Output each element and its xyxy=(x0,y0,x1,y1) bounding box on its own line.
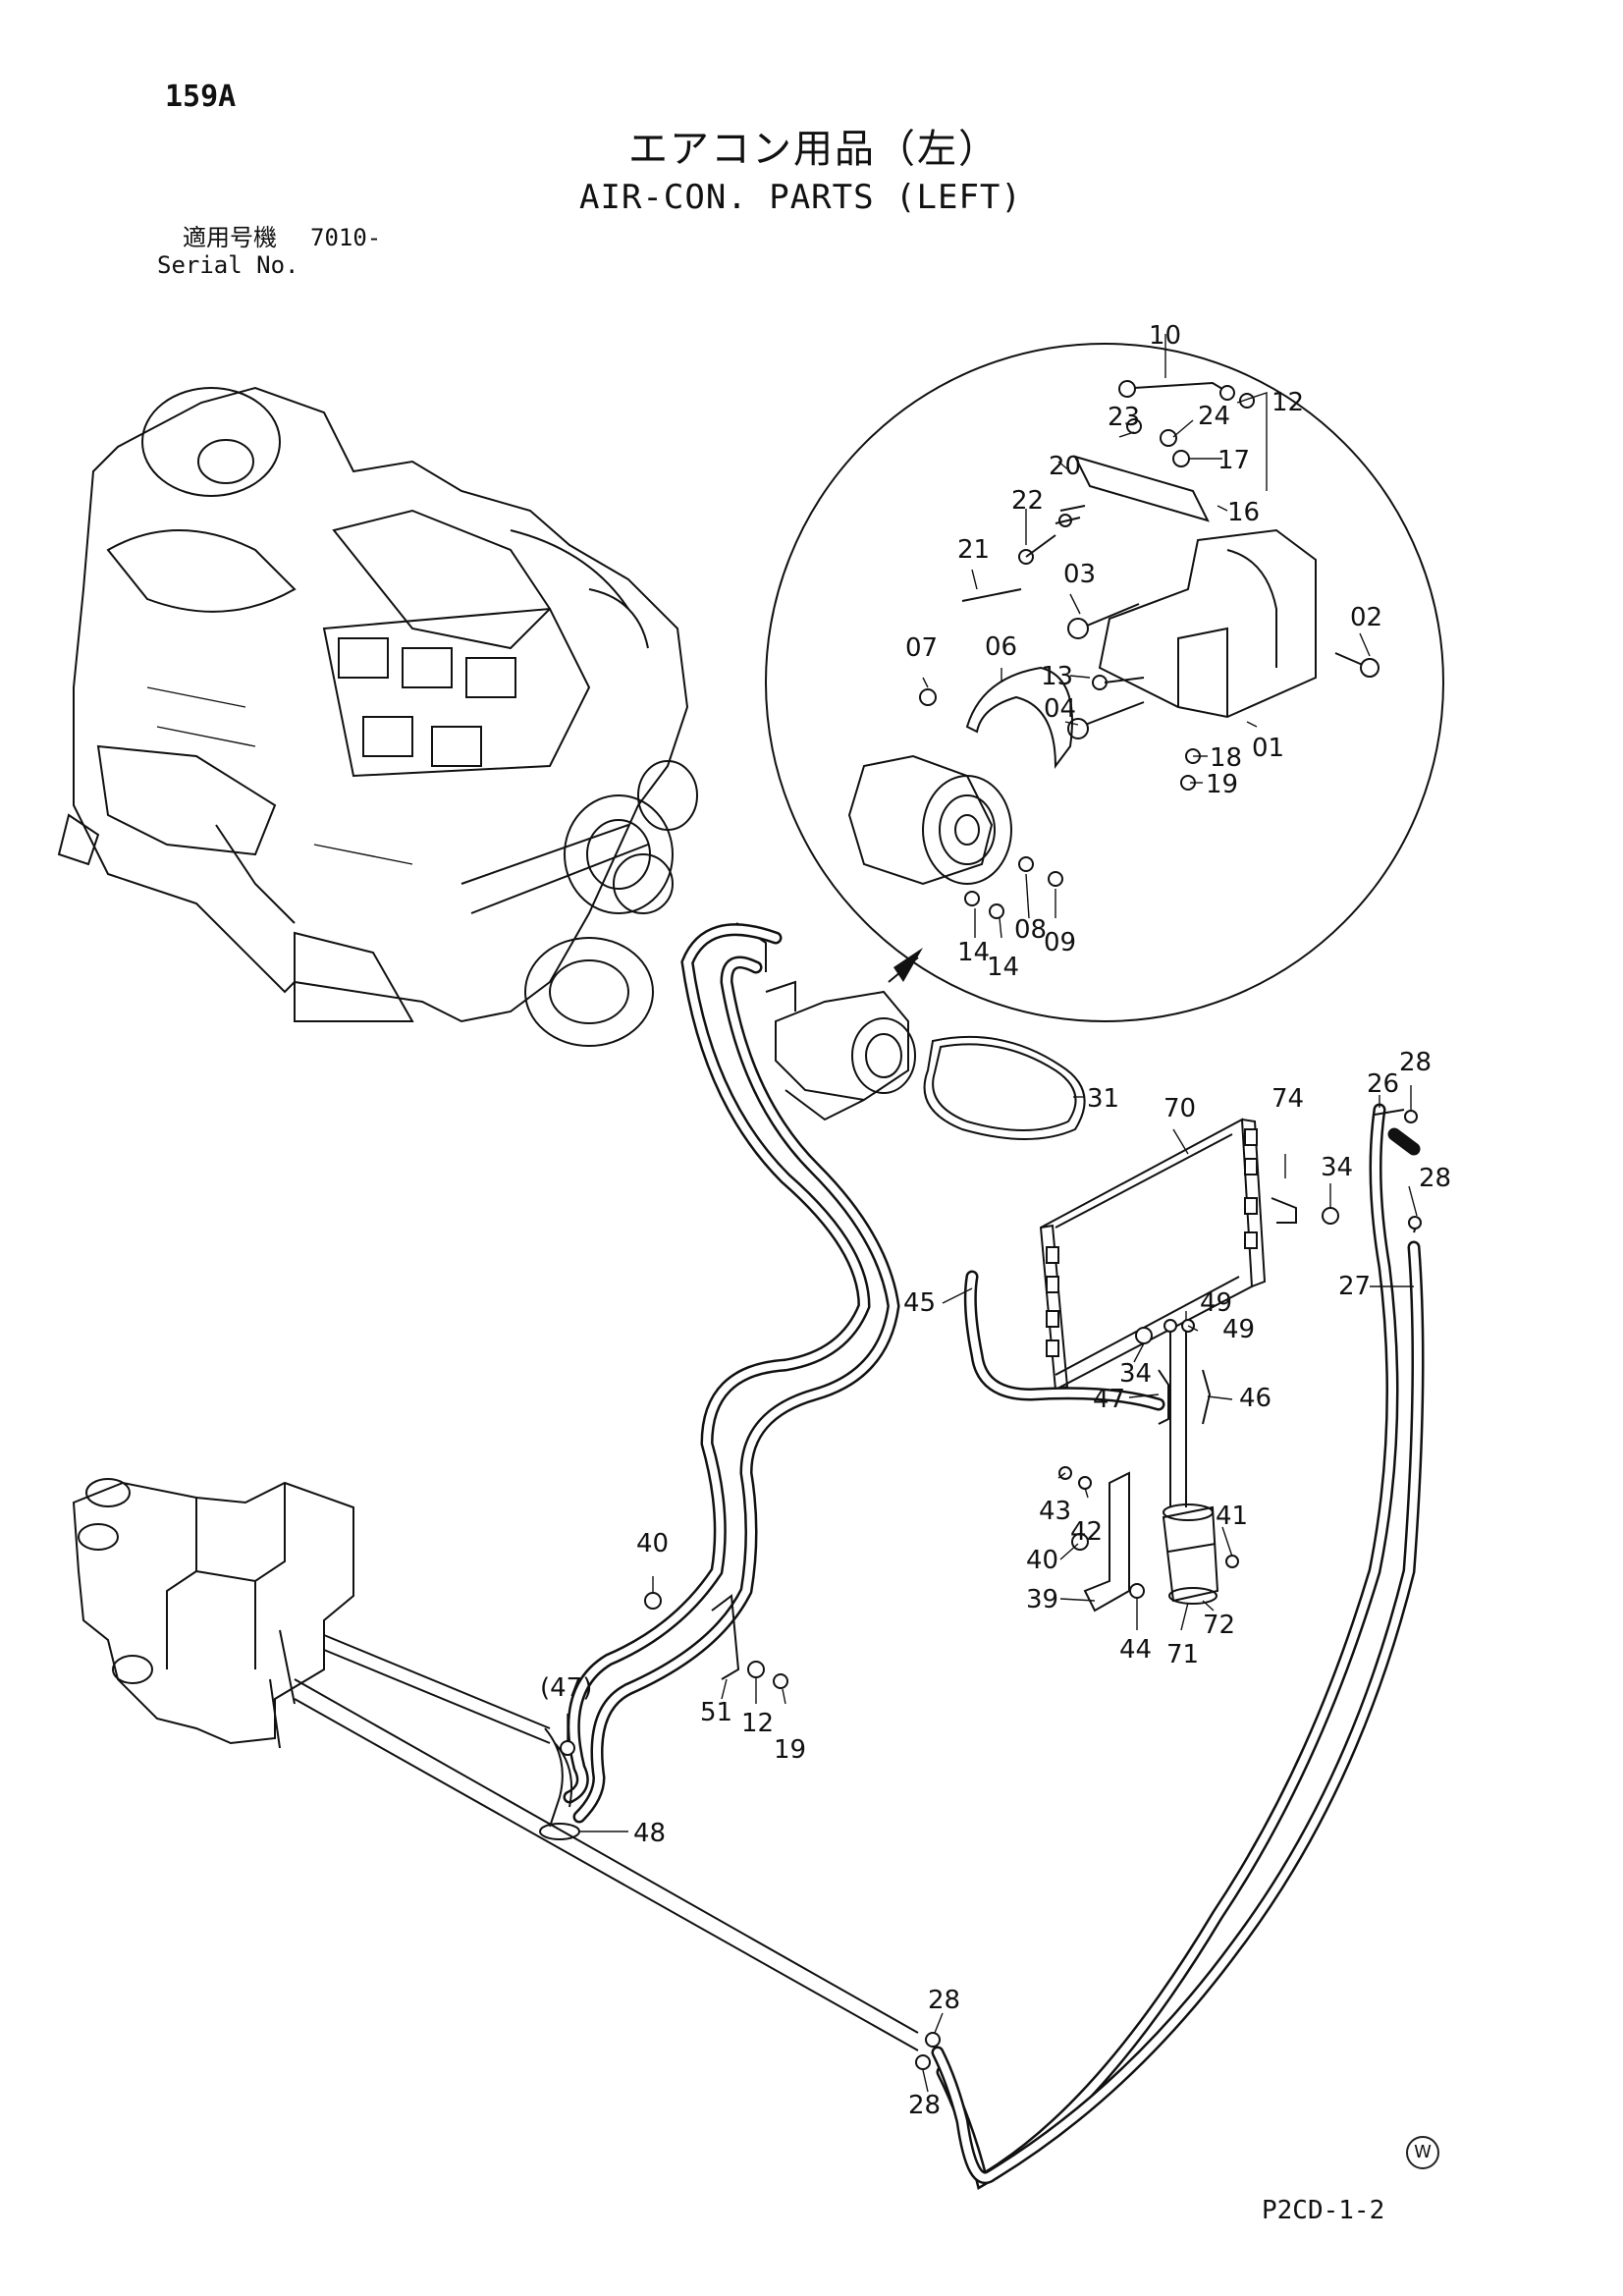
receiver-dryer xyxy=(1058,1319,1239,1613)
callout-13: 13 xyxy=(1041,662,1073,691)
callout-03: 03 xyxy=(1063,560,1096,589)
compressor-bracket-detail-view xyxy=(765,334,1444,1022)
callout-34: 34 xyxy=(1321,1153,1353,1182)
serial-number-value: 7010- xyxy=(310,224,382,251)
compressor-assembly xyxy=(735,922,916,1121)
o-ring-28-upper xyxy=(1408,1216,1422,1230)
callout-41: 41 xyxy=(1216,1502,1248,1531)
callout-14-a: 14 xyxy=(957,938,990,967)
engine-illustration xyxy=(57,386,698,1047)
callout-45: 45 xyxy=(903,1288,936,1318)
serial-label-english: Serial No. xyxy=(157,251,299,279)
callout-18: 18 xyxy=(1210,743,1242,773)
callout-12: 12 xyxy=(1271,388,1304,417)
o-ring-28-top xyxy=(1404,1110,1418,1123)
callout-27: 27 xyxy=(1338,1272,1371,1301)
serial-label-japanese: 適用号機 xyxy=(183,224,277,251)
callout-74: 74 xyxy=(1271,1084,1304,1114)
callout-01: 01 xyxy=(1252,734,1284,763)
callout-28-lower-bottom: 28 xyxy=(908,2091,941,2120)
callout-47: 47 xyxy=(1093,1385,1125,1414)
callout-51: 51 xyxy=(700,1698,732,1727)
callout-46: 46 xyxy=(1239,1384,1271,1413)
document-code: P2CD-1-2 xyxy=(1262,2196,1385,2225)
callout-16: 16 xyxy=(1227,498,1260,527)
callout-72: 72 xyxy=(1203,1611,1235,1640)
callout-28-lower-top: 28 xyxy=(928,1986,960,2015)
callout-19: 19 xyxy=(1206,770,1238,799)
watermark-mark: W xyxy=(1406,2136,1439,2169)
callout-22: 22 xyxy=(1011,486,1044,516)
callout-08: 08 xyxy=(1014,915,1047,945)
callout-47-ref: (47) xyxy=(540,1673,592,1703)
refrigerant-hoses xyxy=(563,923,1425,2190)
condenser xyxy=(1039,1118,1339,1392)
page-title-english: AIR-CON. PARTS (LEFT) xyxy=(579,178,1022,217)
drive-belt-inner xyxy=(932,1043,1077,1131)
heater-pipes xyxy=(294,1634,941,2070)
callout-numbers: 10 12 23 24 17 20 16 22 21 03 02 07 06 1… xyxy=(540,321,1451,2120)
callout-04: 04 xyxy=(1044,694,1076,724)
callout-23: 23 xyxy=(1108,403,1140,432)
callout-06: 06 xyxy=(985,632,1017,662)
callout-12-b: 12 xyxy=(741,1709,774,1738)
callout-leaders xyxy=(567,1085,1418,2093)
callout-42: 42 xyxy=(1070,1517,1103,1547)
callout-49-b: 49 xyxy=(1222,1315,1255,1344)
callout-70: 70 xyxy=(1163,1094,1196,1123)
callout-49-a: 49 xyxy=(1200,1288,1232,1318)
callout-40-left: 40 xyxy=(636,1529,669,1558)
callout-10: 10 xyxy=(1149,321,1181,351)
page-title-japanese: エアコン用品（左） xyxy=(628,127,1000,172)
callout-28-mid: 28 xyxy=(1419,1164,1451,1193)
heater-unit xyxy=(72,1478,354,1749)
callout-19-b: 19 xyxy=(774,1735,806,1765)
callout-09: 09 xyxy=(1044,928,1076,957)
callout-71: 71 xyxy=(1166,1640,1199,1669)
callout-20: 20 xyxy=(1049,452,1081,481)
callout-28-top: 28 xyxy=(1399,1048,1432,1077)
callout-40-right: 40 xyxy=(1026,1546,1058,1575)
callout-34-b: 34 xyxy=(1119,1359,1152,1389)
callout-31: 31 xyxy=(1087,1084,1119,1114)
callout-44: 44 xyxy=(1119,1635,1152,1665)
callout-14-b: 14 xyxy=(987,953,1019,982)
callout-43: 43 xyxy=(1039,1497,1071,1526)
callout-21: 21 xyxy=(957,535,990,565)
callout-39: 39 xyxy=(1026,1585,1058,1614)
callout-24: 24 xyxy=(1198,402,1230,431)
page-number: 159A xyxy=(165,80,237,114)
callout-07: 07 xyxy=(905,633,938,663)
drive-belt xyxy=(923,1035,1086,1140)
callout-26: 26 xyxy=(1367,1069,1399,1099)
callout-17: 17 xyxy=(1217,446,1250,475)
callout-02: 02 xyxy=(1350,603,1382,632)
callout-48: 48 xyxy=(633,1819,666,1848)
